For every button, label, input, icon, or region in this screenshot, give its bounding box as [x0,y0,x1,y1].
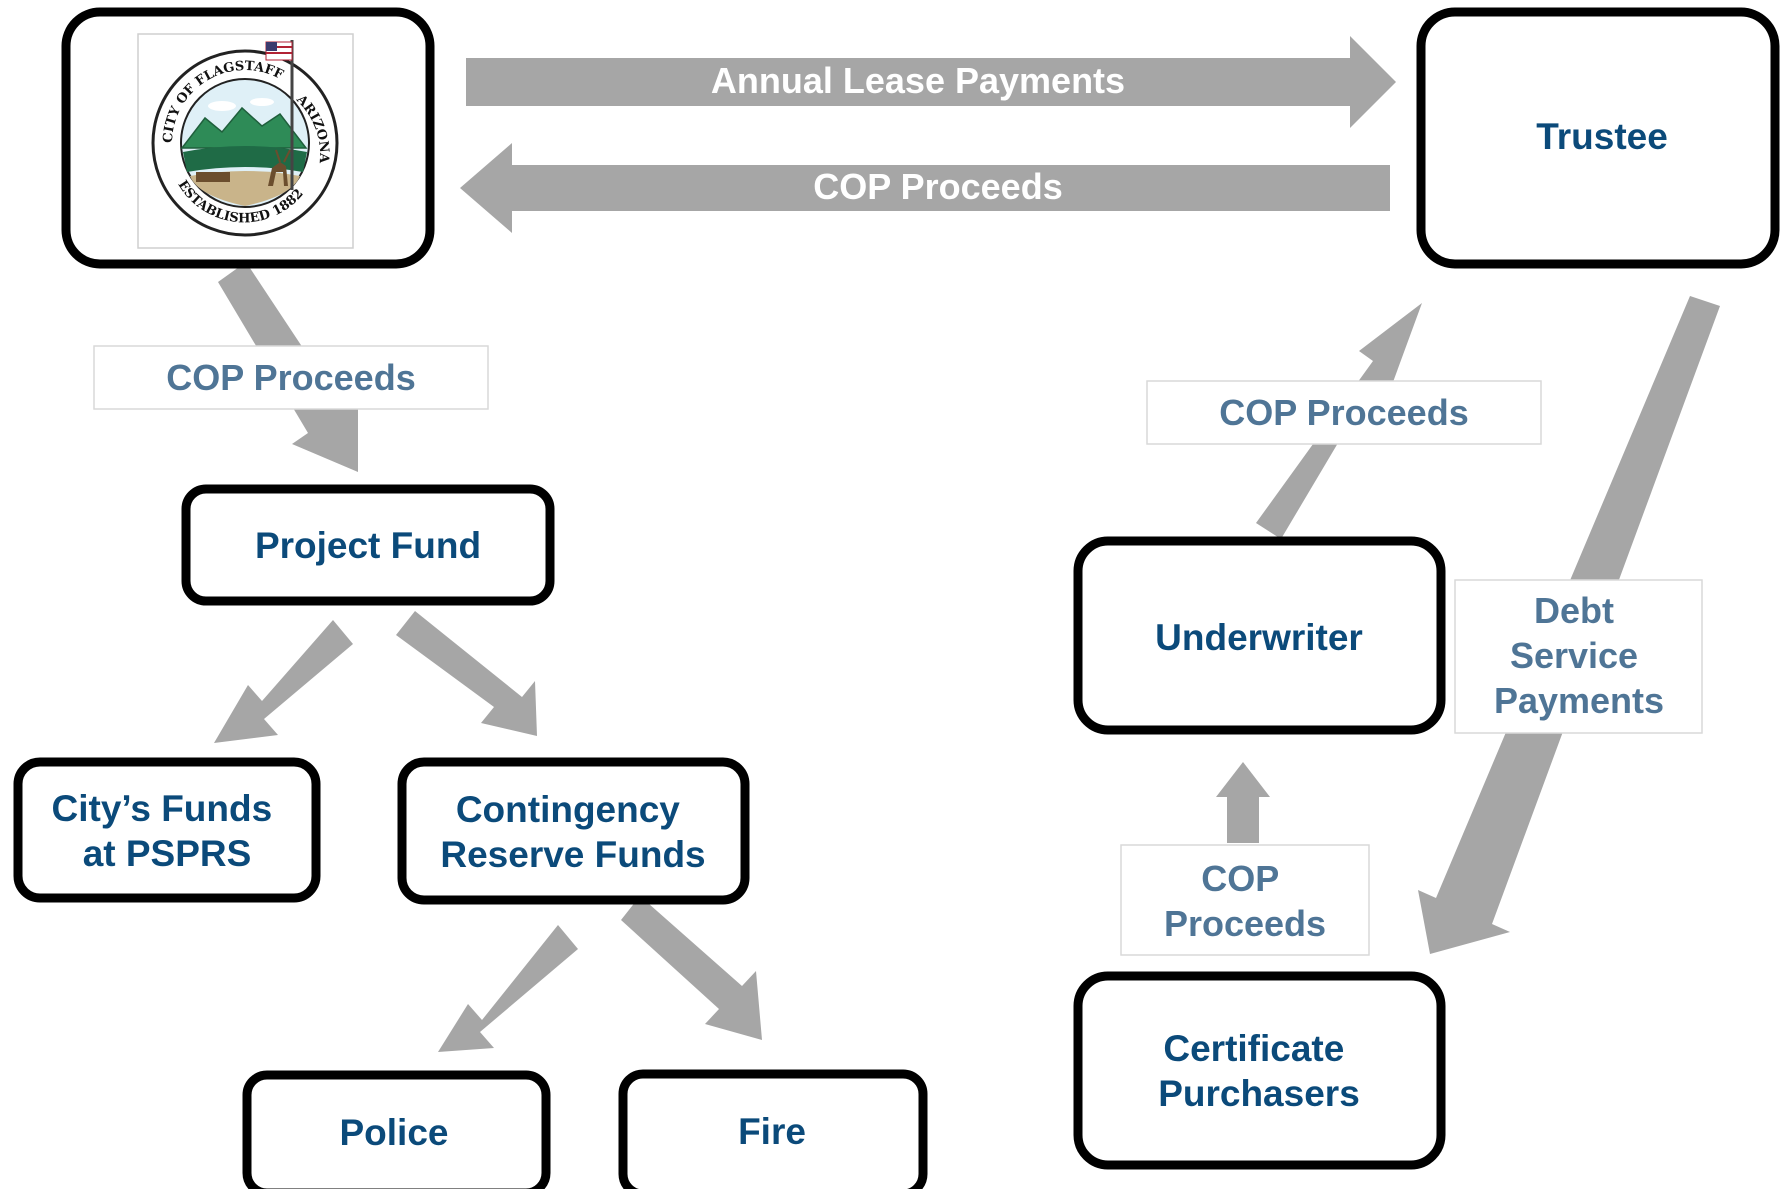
svg-text:COP Proceeds: COP Proceeds [1219,392,1468,433]
citys-funds-node: City’s Funds at PSPRS [13,757,321,903]
edge-label-line: COP Proceeds [1219,392,1468,433]
arrow-contingency-to-fire [621,896,762,1040]
node-label-line: Fire [738,1111,806,1152]
edge-label-line: Service [1510,635,1638,676]
svg-text:COP Proceeds: COP Proceeds [166,357,415,398]
arrow-purchasers-to-underwriter [1216,762,1270,843]
city-of-flagstaff-seal-icon: CITY OF FLAGSTAFF ARIZONA ESTABLISHED 18… [137,33,354,249]
city-node: CITY OF FLAGSTAFF ARIZONA ESTABLISHED 18… [61,7,435,269]
annual-lease-payments-arrow [466,36,1396,128]
node-label-line: at PSPRS [83,833,252,874]
edge-label-line: Payments [1494,680,1664,721]
edge-label-line: Proceeds [1164,903,1326,944]
edge-label-line: COP [1201,858,1278,899]
node-label-line: City’s Funds [52,788,273,829]
node-label-line: Trustee [1536,116,1668,157]
svg-text:Project Fund: Project Fund [255,525,481,566]
edge-label-debt-service: Debt Service Payments [1454,579,1703,734]
fire-node: Fire [618,1069,928,1189]
node-label-line: Underwriter [1155,617,1363,658]
trustee-node: Trustee [1416,7,1780,269]
cop-proceeds-to-city-arrow [460,143,1390,233]
svg-text:COP Proceeds: COP Proceeds [1164,858,1326,944]
contingency-node: Contingency Reserve Funds [397,757,750,905]
node-label-line: Project Fund [255,525,481,566]
edge-label-city-to-project: COP Proceeds [93,345,489,410]
svg-text:Contingency Reserve Fund: Contingency Reserve Funds [440,789,705,875]
arrow-contingency-to-police [438,925,578,1052]
edge-label-line: COP Proceeds [166,357,415,398]
edge-label-underwriter-to-trustee: COP Proceeds [1146,380,1542,445]
svg-text:Trustee: Trustee [1536,116,1668,157]
police-node: Police [242,1070,551,1189]
svg-text:Fire: Fire [738,1111,806,1152]
svg-text:City’s Funds at PSPRS: City’s Funds at PSPRS [52,788,283,874]
svg-text:Debt Service Payme: Debt Service Payments [1494,590,1664,721]
node-label-line: Reserve Funds [440,834,705,875]
certificate-purchasers-node: Certificate Purchasers [1073,971,1446,1170]
svg-text:Police: Police [340,1112,449,1153]
svg-text:Underwriter: Underwriter [1155,617,1363,658]
node-label-line: Contingency [456,789,680,830]
arrow-project-to-contingency [396,611,537,736]
annual-lease-payments-label: Annual Lease Payments [711,60,1125,101]
edge-label-line: Debt [1534,590,1614,631]
node-label-line: Police [340,1112,449,1153]
underwriter-node: Underwriter [1073,536,1446,735]
node-label-line: Purchasers [1158,1073,1360,1114]
project-fund-node: Project Fund [181,484,555,606]
arrow-project-to-citys-funds [214,620,353,743]
cop-proceeds-to-city-label: COP Proceeds [813,166,1062,207]
svg-text:Certificate Purchasers: Certificate Purchasers [1158,1028,1360,1114]
node-label-line: Certificate [1163,1028,1344,1069]
edge-label-purchasers-to-underwriter: COP Proceeds [1120,844,1370,956]
